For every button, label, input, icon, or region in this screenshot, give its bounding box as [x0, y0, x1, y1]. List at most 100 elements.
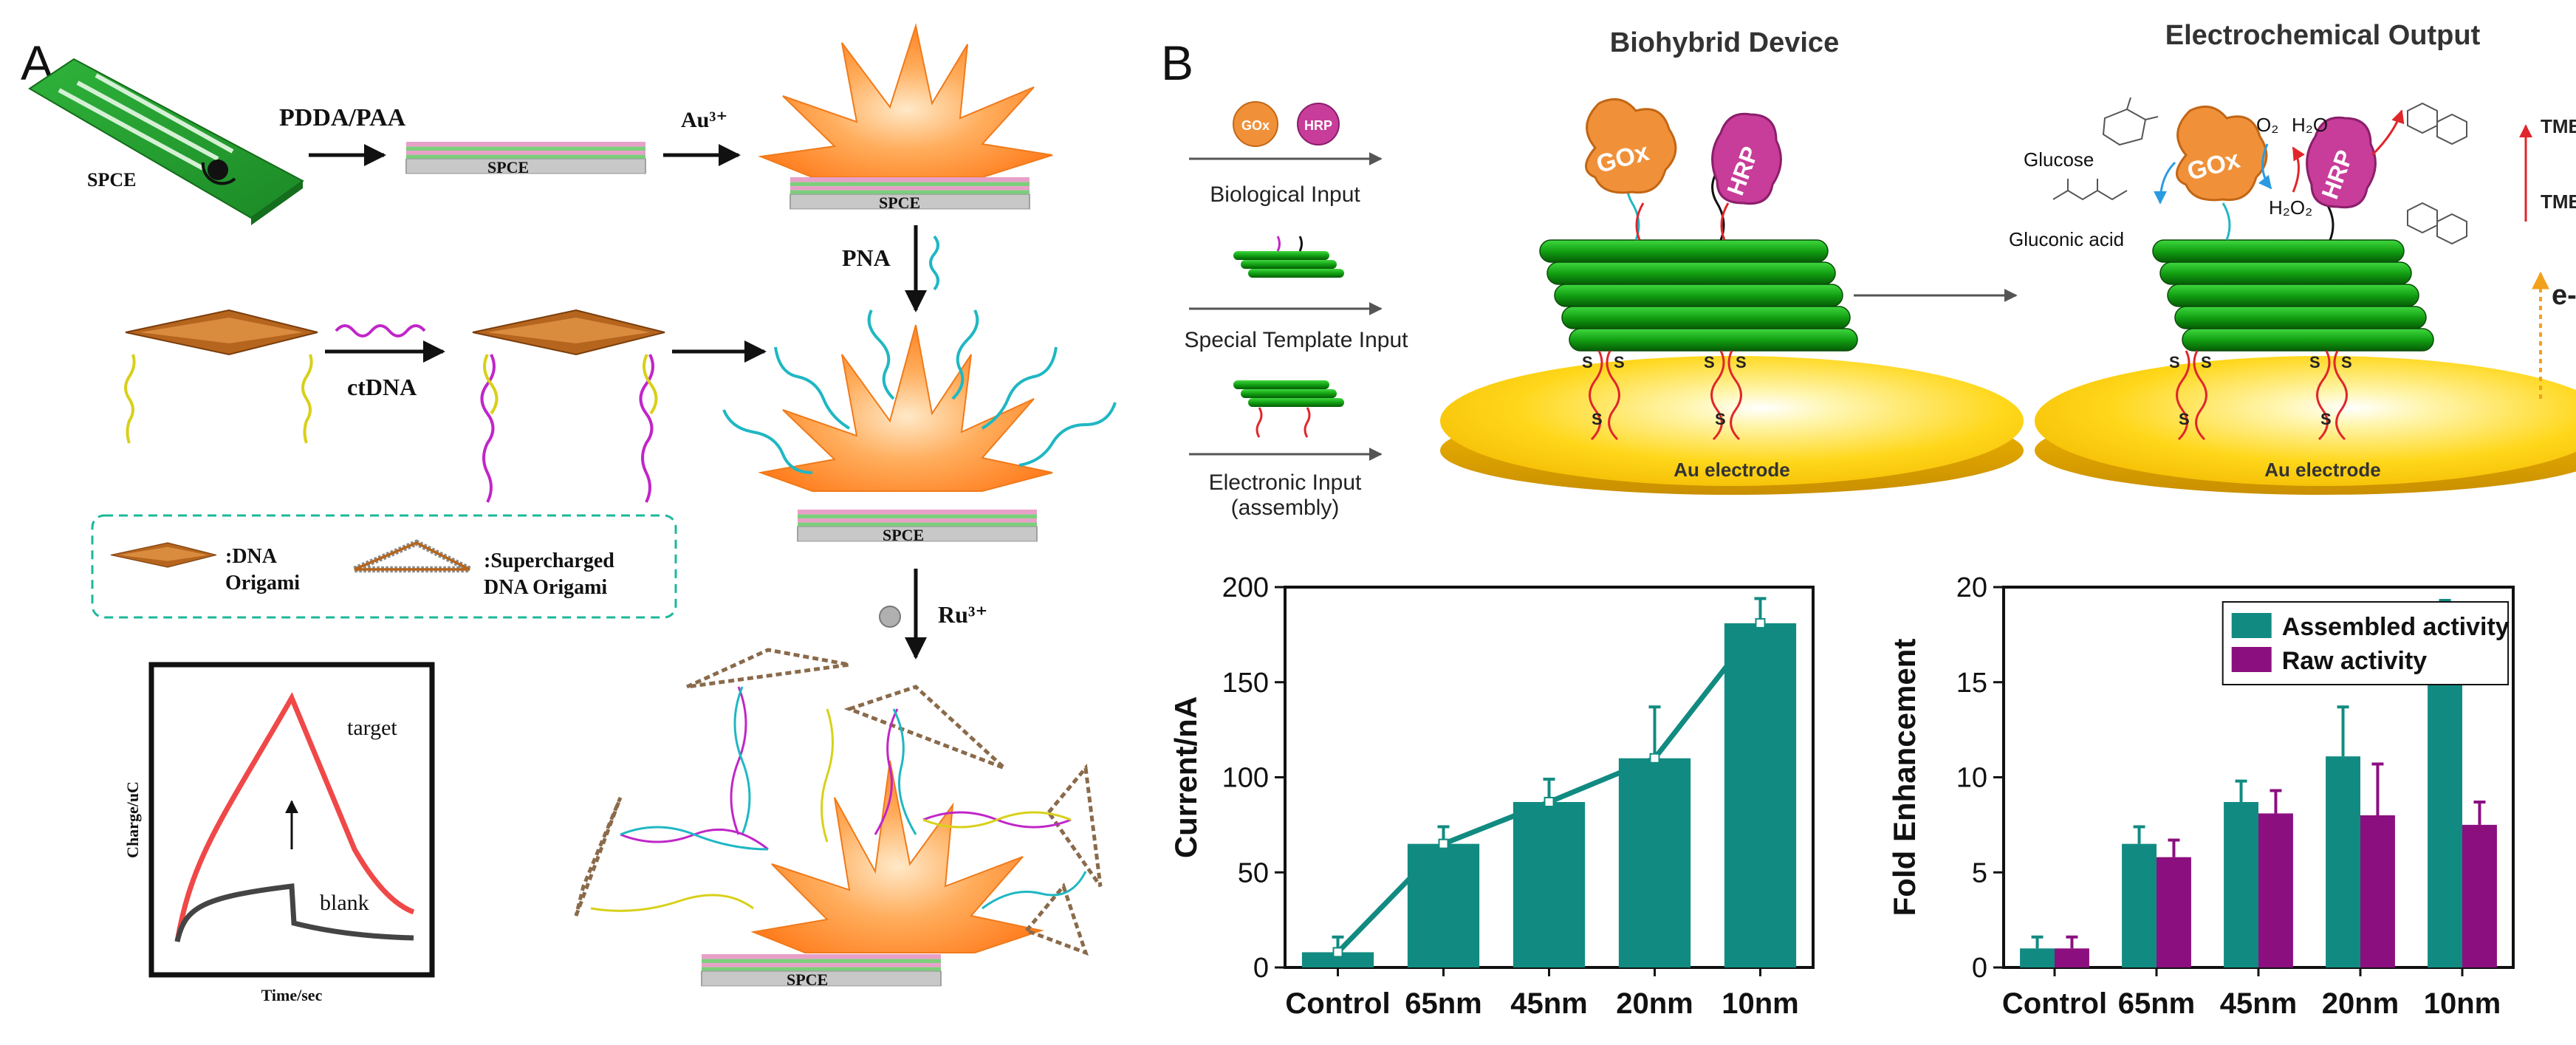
- charge-inset: target blank Charge/uC Time/sec: [123, 662, 435, 1004]
- biological-input: GOx HRP: [1189, 101, 1383, 165]
- data-point: [1332, 947, 1343, 958]
- x-tick-label: 10nm: [1722, 987, 1799, 1020]
- input-template-label: Special Template Input: [1185, 328, 1409, 352]
- y-tick-label: 10: [1956, 763, 1987, 794]
- svg-text:S: S: [2169, 353, 2180, 371]
- x-tick-label: 20nm: [1616, 987, 1693, 1020]
- electrode-label-1: Au electrode: [1674, 459, 1790, 481]
- spce-layer-2-label: SPCE: [879, 193, 920, 212]
- ctdna-strand-icon: [335, 324, 426, 338]
- svg-text:S: S: [2201, 353, 2212, 371]
- y-tick-label: 100: [1222, 763, 1269, 794]
- dna-origami-1: [124, 309, 318, 444]
- spce-chip: [28, 58, 304, 225]
- legend-origami-line1: :DNA: [225, 545, 278, 568]
- y-tick-label: 15: [1956, 668, 1987, 699]
- legend-label: Assembled activity: [2282, 613, 2510, 641]
- dna-origami-2: [472, 309, 665, 503]
- svg-text:S: S: [2179, 410, 2190, 428]
- hrp-reaction-arrow: [2371, 109, 2405, 157]
- h2o-label: H₂O: [2292, 114, 2328, 136]
- legend-supercharged-icon: [353, 539, 471, 573]
- step-ru-label: Ru³⁺: [938, 601, 987, 628]
- y-tick-label: 200: [1222, 572, 1269, 603]
- svg-text:S: S: [2309, 353, 2320, 371]
- svg-text:HRP: HRP: [1304, 118, 1332, 133]
- step-pna-label: PNA: [842, 244, 891, 271]
- input-bio-label: Biological Input: [1210, 182, 1360, 207]
- panel-b-label: B: [1161, 35, 1193, 90]
- spce-layer-4-label: SPCE: [787, 970, 828, 989]
- bar: [1618, 758, 1691, 967]
- y-axis-label: Fold Enhancement: [1887, 639, 1922, 916]
- step-ctdna-label: ctDNA: [347, 374, 417, 400]
- gox-enzyme-icon-2: [2176, 105, 2268, 202]
- title-output: Electrochemical Output: [2165, 20, 2481, 51]
- final-assembly: [574, 648, 1103, 956]
- spce-layer-1-label: SPCE: [487, 158, 529, 177]
- inset-xlabel: Time/sec: [261, 986, 323, 1004]
- step-pdda-label: PDDA/PAA: [279, 104, 406, 131]
- bar: [1513, 801, 1586, 967]
- x-tick-label: Control: [1285, 987, 1390, 1020]
- legend-label: Raw activity: [2282, 647, 2428, 675]
- x-tick-label: 20nm: [2322, 987, 2399, 1020]
- glucose-conversion-arrow: [2154, 161, 2176, 205]
- svg-text:S: S: [1736, 353, 1747, 371]
- bar: [2258, 813, 2293, 967]
- x-tick-label: 65nm: [1405, 987, 1482, 1020]
- data-point: [1649, 753, 1660, 764]
- h2o-arrow: [2292, 146, 2306, 193]
- hrp-enzyme-icon-2: [2306, 116, 2377, 209]
- o2-label: O₂: [2256, 114, 2278, 136]
- template-input: [1189, 236, 1383, 315]
- biohybrid-device: Au electrode S S S S S S GOx: [1440, 97, 2024, 495]
- x-tick-label: Control: [2002, 987, 2107, 1020]
- pna-strand-icon: [929, 235, 939, 291]
- bar: [2326, 756, 2360, 967]
- step-au-label: Au³⁺: [681, 108, 727, 132]
- input-electronic-line1: Electronic Input: [1209, 470, 1362, 495]
- svg-text:S: S: [2320, 410, 2332, 428]
- svg-text:GOx: GOx: [1241, 118, 1270, 133]
- bar: [2462, 824, 2497, 967]
- tmb-ox-structure-icon: [2407, 102, 2467, 145]
- svg-text:S: S: [1582, 353, 1593, 371]
- x-tick-label: 45nm: [1510, 987, 1588, 1020]
- gluconic-label: Gluconic acid: [2009, 228, 2124, 250]
- bar: [2122, 843, 2157, 967]
- h2o2-label: H₂O₂: [2269, 196, 2312, 219]
- o2-arrow: [2258, 143, 2272, 190]
- glucose-structure-icon: [2102, 97, 2159, 146]
- svg-text:S: S: [1704, 353, 1715, 371]
- legend-box: [91, 514, 677, 619]
- data-point: [1438, 838, 1449, 849]
- svg-text:S: S: [1715, 410, 1726, 428]
- electrode-label-2: Au electrode: [2264, 459, 2381, 481]
- title-device: Biohybrid Device: [1610, 27, 1839, 58]
- bar: [1301, 952, 1374, 967]
- bar: [2360, 815, 2395, 967]
- tmb-re-structure-icon: [2407, 202, 2467, 245]
- inset-ylabel: Charge/uC: [123, 781, 142, 858]
- bar: [2055, 948, 2089, 967]
- hrp-enzyme-icon: [1711, 112, 1782, 205]
- y-tick-label: 0: [1972, 953, 1987, 984]
- y-tick-label: 0: [1253, 953, 1269, 984]
- tmb-re-label: TMBᵣₑ: [2541, 191, 2576, 213]
- gluconic-structure-icon: [2052, 179, 2128, 201]
- glucose-label: Glucose: [2024, 148, 2094, 171]
- electronic-input: [1189, 380, 1383, 461]
- y-tick-label: 50: [1238, 857, 1269, 888]
- bar: [1724, 623, 1797, 967]
- bar: [2020, 948, 2055, 967]
- target-curve: [174, 692, 415, 942]
- legend-swatch: [2231, 613, 2272, 638]
- inset-target-label: target: [347, 716, 397, 740]
- x-tick-label: 10nm: [2424, 987, 2501, 1020]
- bar: [2157, 857, 2191, 967]
